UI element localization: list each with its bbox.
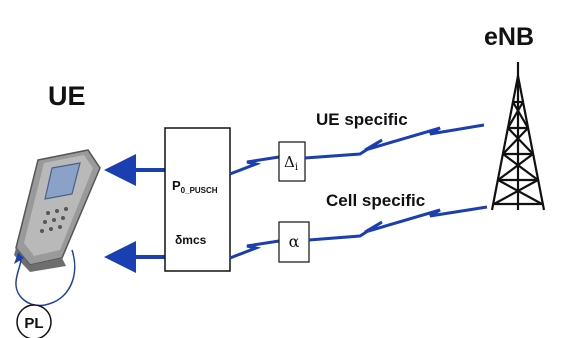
box-to-delta-line (229, 155, 280, 176)
ue-specific-signal (304, 123, 485, 160)
p0-pusch-label: P0_PUSCH (172, 178, 218, 195)
ue-phone-icon (14, 149, 101, 272)
ue-specific-label: UE specific (316, 110, 408, 129)
cell-specific-label: Cell specific (326, 191, 425, 210)
enb-label: eNB (484, 23, 534, 51)
ue-label: UE (48, 81, 86, 111)
alpha-box (278, 221, 310, 263)
delta-i-label: Δi (284, 153, 298, 173)
power-params-box (164, 127, 231, 272)
cell-specific-signal (308, 205, 488, 242)
pl-label: PL (24, 315, 43, 332)
delta-i-box (278, 141, 306, 182)
pathloss-loop-icon (14, 249, 76, 338)
enb-tower-icon (490, 62, 546, 211)
alpha-label: α (289, 232, 300, 251)
delta-mcs-label: δmcs (175, 233, 207, 247)
box-to-alpha-line (229, 239, 280, 260)
